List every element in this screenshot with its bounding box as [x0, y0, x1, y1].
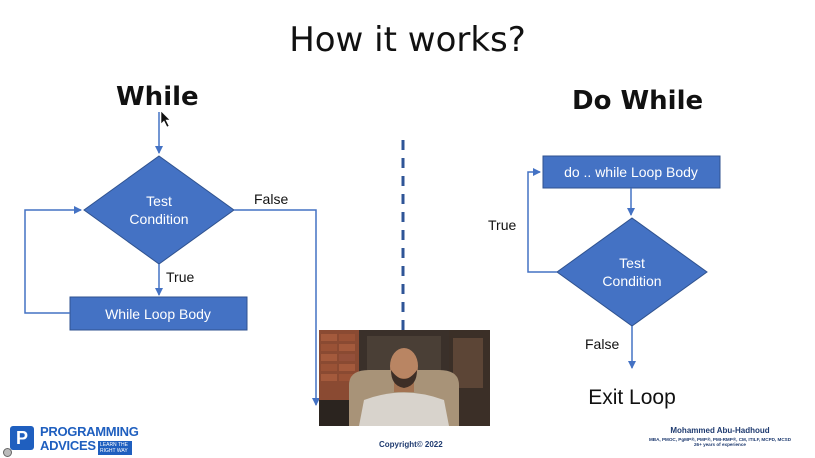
do-while-heading: Do While	[572, 86, 704, 116]
logo-tagline: LEARN THE RIGHT WAY	[98, 441, 132, 455]
programming-advices-logo: P PROGRAMMING ADVICES LEARN THE RIGHT WA…	[10, 423, 139, 455]
do-while-condition-line1: Test	[619, 255, 645, 271]
author-experience: 26+ years of experience	[694, 442, 746, 447]
author-credentials: MBA, PMOC, PgMP®, PMP®, PMI-RMP®, CM, IT…	[648, 437, 792, 442]
do-while-condition-line2: Condition	[602, 273, 661, 289]
logo-text-line1: PROGRAMMING	[40, 424, 139, 439]
while-true-label: True	[166, 269, 194, 285]
while-condition-line2: Condition	[129, 211, 188, 227]
while-false-arrow	[234, 209, 320, 406]
do-while-false-label: False	[585, 336, 619, 352]
presenter-video-frame	[319, 330, 490, 426]
author-name: Mohammed Abu-Hadhoud	[670, 426, 770, 435]
do-while-condition-diamond	[556, 217, 708, 327]
mouse-cursor-icon	[160, 110, 171, 128]
while-loop-body-label: While Loop Body	[105, 306, 211, 322]
recording-indicator-icon	[3, 448, 12, 457]
while-false-label: False	[254, 191, 288, 207]
logo-text-line2: ADVICES	[40, 438, 96, 453]
presenter-webcam-video	[319, 330, 490, 426]
exit-loop-label: Exit Loop	[588, 386, 676, 409]
do-while-body-label: do .. while Loop Body	[564, 164, 698, 180]
while-condition-line1: Test	[146, 193, 172, 209]
slide-title: How it works?	[289, 20, 526, 60]
while-loop-back-arrow	[24, 206, 82, 314]
author-block: Mohammed Abu-Hadhoud MBA, PMOC, PgMP®, P…	[635, 426, 805, 447]
do-while-true-loop-arrow	[527, 168, 557, 273]
logo-mark-icon: P	[10, 426, 34, 450]
while-condition-diamond	[83, 155, 235, 265]
while-heading: While	[116, 82, 199, 112]
do-while-body-box	[542, 155, 721, 189]
copyright-text: Copyright© 2022	[379, 440, 443, 449]
do-while-true-label: True	[488, 217, 516, 233]
